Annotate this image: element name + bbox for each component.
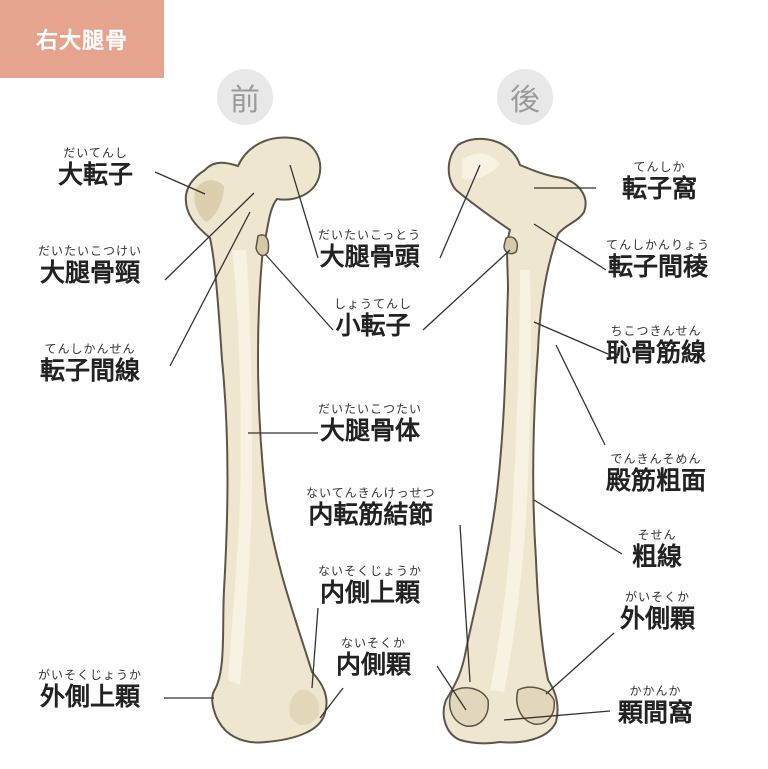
ruby-lateral-condyle: がいそくか — [625, 590, 691, 604]
term-femoral-shaft: 大腿骨体 — [320, 416, 421, 445]
label-intertrochanteric-crest: てんしかんりょう 転子間稜 — [606, 238, 710, 282]
leader-femoral-neck — [164, 192, 255, 281]
back-femur-shading — [490, 270, 531, 692]
ruby-gluteal-tuberosity: でんきんそめん — [610, 452, 702, 466]
leader-gluteal-tuberosity — [555, 344, 606, 446]
front-lesser-trochanter-shade — [255, 234, 270, 257]
term-intertrochanteric-line: 転子間線 — [40, 356, 141, 385]
term-femoral-head: 大腿骨頭 — [319, 242, 420, 271]
leader-femoral-head — [289, 164, 319, 259]
front-condyle-shade — [289, 689, 319, 725]
leader-linea-aspera — [533, 499, 623, 555]
label-femoral-shaft: だいたいこつたい 大腿骨体 — [318, 402, 422, 446]
label-lateral-epicondyle: がいそくじょうか 外側上顆 — [38, 668, 142, 712]
ruby-linea-aspera: そせん — [637, 528, 677, 542]
term-adductor-tubercle: 内転筋結節 — [308, 500, 434, 529]
leader-lateral-condyle — [545, 632, 615, 695]
label-intercondylar-fossa: かかんか 顆間窩 — [618, 684, 693, 728]
leader-pectineal-line — [533, 321, 609, 355]
ruby-adductor-tubercle: ないてんきんけっせつ — [306, 486, 436, 500]
title-badge: 右大腿骨 — [0, 0, 164, 78]
ruby-lateral-epicondyle: がいそくじょうか — [38, 668, 143, 682]
ruby-femoral-shaft: だいたいこつたい — [318, 402, 423, 416]
front-femur-body — [184, 136, 328, 744]
view-front-label: 前 — [217, 69, 273, 125]
label-lateral-condyle: がいそくか 外側顆 — [620, 590, 695, 634]
leader-medial-condyle-front — [319, 687, 344, 719]
term-lesser-trochanter: 小転子 — [335, 311, 411, 340]
back-lesser-trochanter-shade — [503, 236, 518, 255]
label-femoral-head: だいたいこっとう 大腿骨頭 — [318, 228, 421, 272]
label-lesser-trochanter: しょうてんし 小転子 — [334, 297, 412, 341]
leader-medial-condyle-back — [436, 665, 467, 711]
ruby-lesser-trochanter: しょうてんし — [334, 297, 413, 311]
term-pectineal-line: 恥骨筋線 — [606, 338, 707, 367]
leader-lines — [154, 164, 623, 721]
leader-intertrochanteric-crest — [533, 223, 607, 271]
label-femoral-neck: だいたいこつけい 大腿骨頸 — [38, 244, 142, 288]
term-trochanteric-fossa: 転子窩 — [622, 174, 698, 203]
back-head-shade — [462, 153, 500, 180]
label-gluteal-tuberosity: でんきんそめん 殿筋粗面 — [606, 452, 706, 496]
ruby-intertrochanteric-line: てんしかんせん — [44, 342, 136, 356]
leader-intertrochanteric-line — [169, 211, 251, 367]
back-femur-body — [442, 137, 587, 745]
ruby-intercondylar-fossa: かかんか — [629, 684, 682, 698]
ruby-intertrochanteric-crest: てんしかんりょう — [606, 238, 711, 252]
leader-greater-trochanter — [154, 171, 206, 195]
front-femur — [184, 136, 328, 744]
ruby-medial-epicondyle: ないそくじょうか — [318, 564, 423, 578]
term-medial-epicondyle: 内側上顆 — [320, 578, 421, 607]
term-medial-condyle: 内側顆 — [336, 650, 412, 679]
term-greater-trochanter: 大転子 — [58, 160, 134, 189]
label-adductor-tubercle: ないてんきんけっせつ 内転筋結節 — [306, 486, 436, 530]
term-intercondylar-fossa: 顆間窩 — [618, 698, 694, 727]
view-back-label: 後 — [497, 69, 553, 125]
label-intertrochanteric-line: てんしかんせん 転子間線 — [40, 342, 140, 386]
back-medial-condyle — [448, 687, 489, 727]
ruby-femoral-head: だいたいこっとう — [318, 228, 422, 242]
ruby-medial-condyle: ないそくか — [341, 636, 407, 650]
term-gluteal-tuberosity: 殿筋粗面 — [606, 466, 707, 495]
back-femur — [442, 137, 587, 745]
front-greater-trochanter-shade — [194, 180, 224, 222]
back-lateral-condyle — [516, 686, 555, 725]
ruby-trochanteric-fossa: てんしか — [633, 160, 686, 174]
label-medial-condyle: ないそくか 内側顆 — [336, 636, 411, 680]
term-lateral-epicondyle: 外側上顆 — [40, 682, 141, 711]
label-linea-aspera: そせん 粗線 — [632, 528, 682, 572]
front-femur-shading — [228, 250, 252, 685]
leader-intercondylar-fossa — [503, 710, 611, 721]
term-lateral-condyle: 外側顆 — [620, 604, 696, 633]
label-greater-trochanter: だいてんし 大転子 — [58, 146, 133, 190]
term-intertrochanteric-crest: 転子間稜 — [608, 252, 709, 281]
label-pectineal-line: ちこつきんせん 恥骨筋線 — [606, 324, 706, 368]
ruby-femoral-neck: だいたいこつけい — [38, 244, 143, 258]
term-linea-aspera: 粗線 — [632, 542, 683, 571]
leader-adductor-tubercle — [459, 524, 471, 683]
leader-lesser-trochanter-front — [265, 254, 334, 331]
label-trochanteric-fossa: てんしか 転子窩 — [622, 160, 697, 204]
term-femoral-neck: 大腿骨頸 — [40, 258, 141, 287]
ruby-greater-trochanter: だいてんし — [63, 146, 128, 160]
leader-medial-epicondyle — [311, 607, 319, 689]
leader-lesser-trochanter-back — [422, 249, 511, 331]
ruby-pectineal-line: ちこつきんせん — [610, 324, 702, 338]
leader-femoral-head-back — [439, 164, 481, 259]
label-medial-epicondyle: ないそくじょうか 内側上顆 — [318, 564, 422, 608]
